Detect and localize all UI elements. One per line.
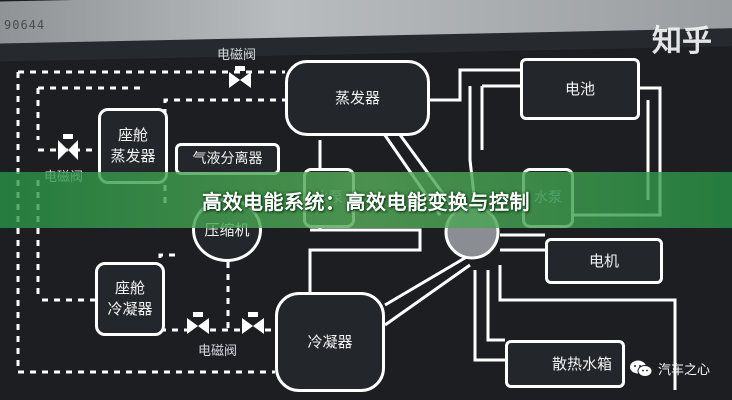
cabin-condenser-box: 座舱 冷凝器: [95, 262, 165, 336]
battery-label: 电池: [564, 79, 595, 98]
cabin-evaporator-box: 座舱 蒸发器: [98, 108, 168, 184]
pipe-motor-radiator: [498, 265, 677, 390]
zhihu-watermark: 知乎: [652, 24, 712, 59]
motor-label: 电机: [588, 251, 619, 270]
gas-liquid-separator-box: 气液分离器: [175, 143, 280, 175]
bottom-valve-actuator-b: [248, 312, 258, 317]
pipe-pump-valve: [308, 228, 422, 292]
top-valve-actuator: [235, 66, 245, 71]
bottom-valve-actuator-a: [193, 312, 203, 317]
footer-watermark-text: 汽车之心: [657, 363, 710, 378]
banner-title: 高效电能系统：高效电能变换与控制: [202, 189, 530, 214]
left-valve-actuator: [63, 134, 73, 139]
top-valve-icon: [229, 72, 251, 88]
battery-box: 电池: [520, 58, 640, 120]
motor-box: 电机: [545, 238, 663, 284]
dashed-inner-left: [36, 86, 140, 300]
radiator-label: 散热水箱: [552, 354, 613, 373]
title-banner: 高效电能系统：高效电能变换与控制: [0, 172, 732, 228]
pipe-evap-battery: [430, 68, 520, 102]
bottom-valve-icon-b: [242, 318, 264, 334]
solenoid-valve-icons: [58, 66, 264, 334]
cabin-condenser-label: 座舱 冷凝器: [107, 279, 153, 318]
pipe-valve-condenser: [384, 253, 471, 307]
footer-watermark: 汽车之心: [629, 359, 710, 378]
bottom-valve-label: 电磁阀: [198, 344, 238, 359]
wechat-icon: [629, 360, 652, 377]
cabin-evaporator-label: 座舱 蒸发器: [110, 126, 156, 165]
pipe-valve-condenser-2: [384, 263, 471, 327]
pipe-valve-motor: [500, 233, 545, 252]
pipe-valve-radiator-2: [473, 270, 505, 362]
top-valve-label: 电磁阀: [217, 48, 257, 63]
radiator-box: 散热水箱: [505, 340, 625, 388]
bottom-valve-icon-a: [187, 318, 209, 334]
pipe-valve-radiator: [486, 270, 505, 342]
pipe-battery-valve-b: [480, 84, 520, 150]
evaporator-label: 蒸发器: [334, 88, 380, 107]
gas-liquid-separator-label: 气液分离器: [192, 150, 263, 167]
condenser-label: 冷凝器: [307, 332, 353, 351]
dashed-evap-link: [163, 98, 285, 115]
evaporator-box: 蒸发器: [285, 60, 430, 136]
strip-partial-text: 90644: [4, 18, 46, 32]
condenser-box: 冷凝器: [275, 292, 385, 392]
left-valve-icon: [58, 140, 78, 160]
